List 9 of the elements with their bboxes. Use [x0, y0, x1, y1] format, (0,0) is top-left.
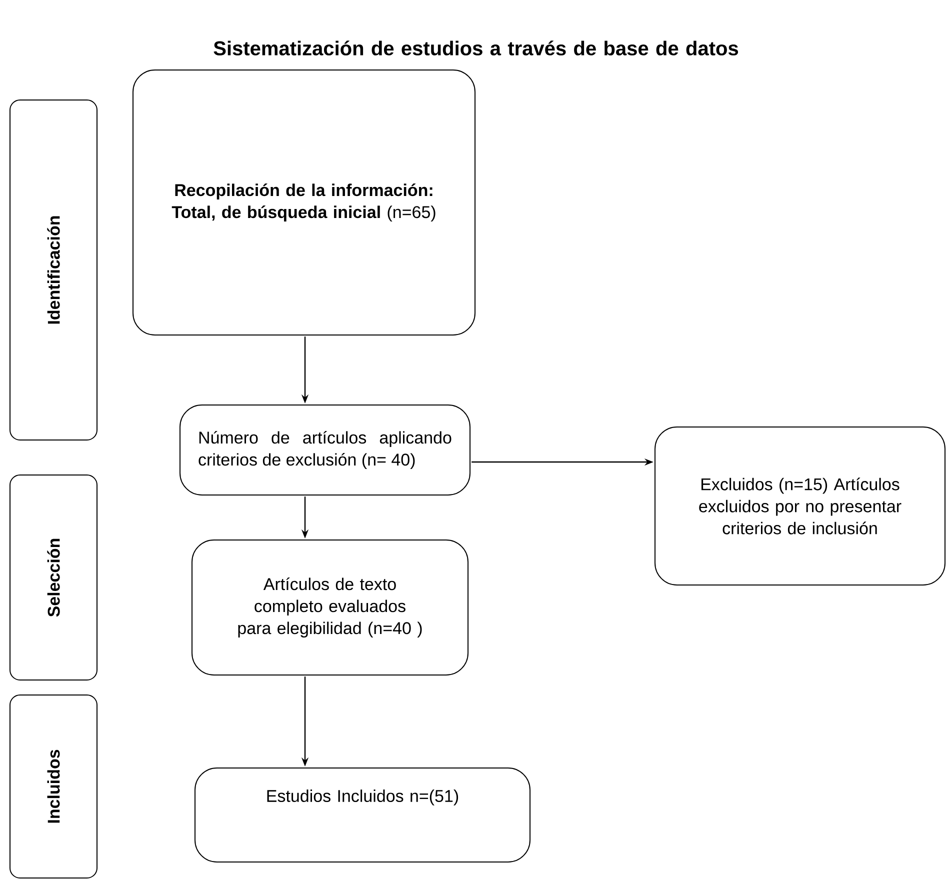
process-box: Estudios Incluidos n=(51)	[194, 768, 530, 862]
title: Sistematización de estudios a través de base de datos	[214, 40, 738, 56]
process-box: Artículos de texto completo evaluados para elegibilidad (n=40 )	[192, 540, 468, 676]
process-box: Recopilación de la información: Total, de búsqueda inicial (n=65)	[132, 70, 476, 336]
stage-label: Incluidos	[10, 694, 98, 878]
process-box: Número de artículos aplicando criterios de exclusión (n= 40)	[180, 404, 470, 496]
stage-label: Selección	[10, 474, 98, 680]
process-box: Excluidos (n=15) Artículos excluidos por no presentar criterios de inclusión	[654, 426, 946, 586]
stage-label: Identificación	[10, 100, 98, 440]
